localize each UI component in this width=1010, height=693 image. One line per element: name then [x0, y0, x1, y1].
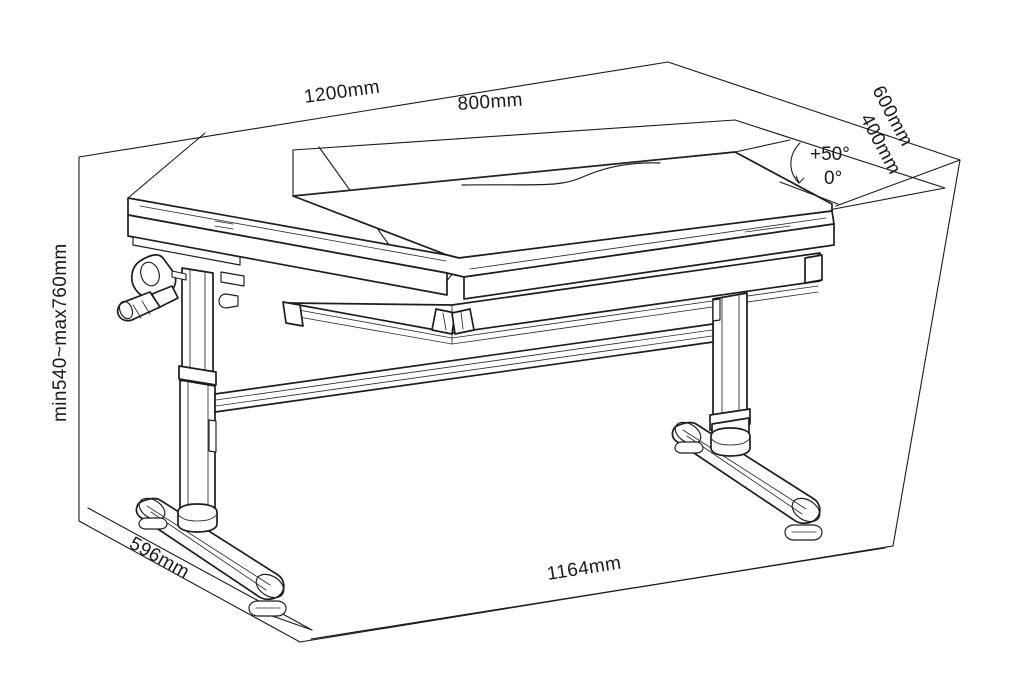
crank-grip-end [118, 300, 134, 320]
leveling-glide-left-rear [138, 517, 168, 530]
label-tilt-min: 0° [824, 168, 842, 189]
left-foot-cap-front [255, 573, 285, 599]
right-foot-cap-rear [674, 421, 702, 445]
crank-pivot [140, 261, 160, 287]
leveling-glide-right-rear [674, 441, 704, 454]
tilt-angle-indicator [734, 139, 839, 205]
rail-end-cap-right [804, 254, 823, 284]
right-foot-collar [710, 427, 751, 457]
rail-knob [218, 293, 239, 309]
left-column-upper [181, 267, 214, 374]
desktop-front-edge [127, 214, 448, 296]
left-column-joint [178, 365, 217, 386]
left-desktop-lip [132, 236, 241, 266]
left-mount-bracket [220, 271, 245, 287]
ergonomic-curve-edge [461, 162, 661, 186]
left-t-foot [135, 497, 285, 600]
crank-shaft [171, 270, 187, 281]
label-height-range: min540~max760mm [50, 243, 71, 422]
right-t-foot [671, 421, 821, 524]
label-tilt-panel-width: 800mm [457, 89, 524, 115]
tilt-panel-front-edge [463, 223, 835, 300]
left-column-latch [208, 419, 217, 453]
desk-assembly [116, 151, 835, 617]
rail-end-cap-left [282, 301, 304, 327]
hinge-block-center-right [451, 308, 475, 335]
left-foot-cap-rear [138, 497, 166, 521]
label-tilt-max: +50° [810, 144, 850, 165]
left-foot-collar [177, 503, 218, 533]
leveling-glide-right-front [784, 524, 823, 541]
right-column-bracket [712, 298, 721, 322]
right-foot-cap-front [791, 497, 821, 523]
cross-support-beam [214, 323, 714, 413]
leveling-glide-left-front [248, 600, 287, 617]
